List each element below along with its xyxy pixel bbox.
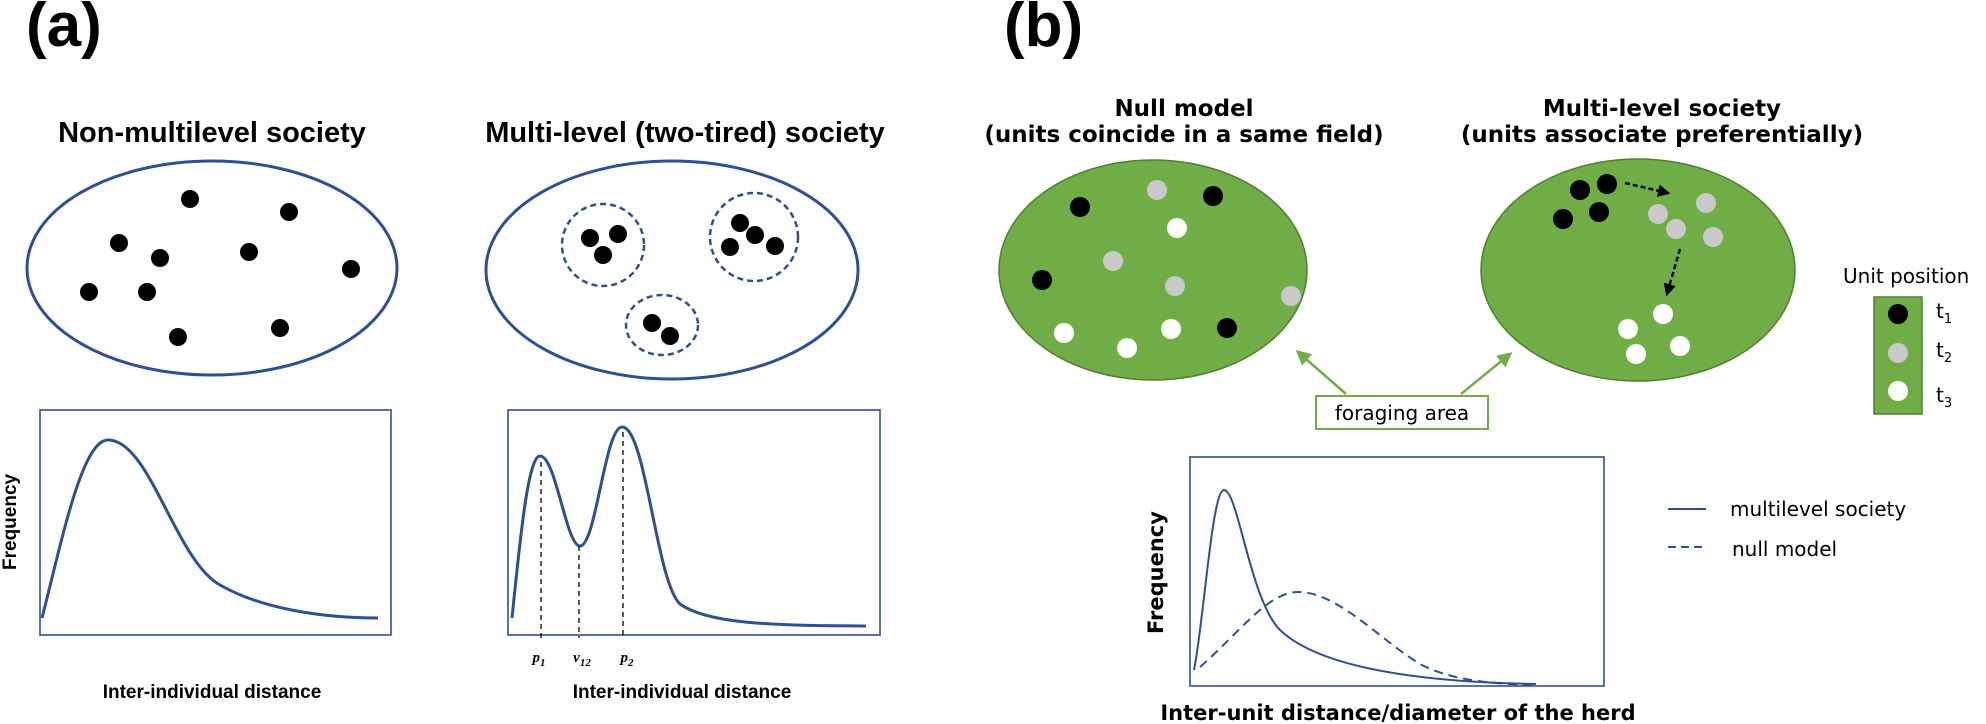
legend-t2-label: t2 bbox=[1936, 338, 1952, 366]
multilevel-society-title: Multi-level society bbox=[1543, 96, 1781, 122]
unit-t2 bbox=[1147, 180, 1167, 200]
multilevel-society-curve bbox=[1193, 488, 1537, 685]
panel-b-chart-frame bbox=[1189, 456, 1605, 687]
unit-t2 bbox=[1165, 276, 1185, 296]
unit-t1 bbox=[1217, 318, 1237, 338]
subgroup-boundary bbox=[708, 191, 800, 283]
subgroup-top-left bbox=[560, 202, 646, 288]
unit-t3 bbox=[1167, 218, 1187, 238]
unit-t1 bbox=[1589, 202, 1609, 222]
unit-t2 bbox=[1103, 251, 1123, 271]
non-multilevel-chart-frame bbox=[39, 409, 392, 636]
unit-t1 bbox=[1570, 180, 1590, 200]
unit-t3 bbox=[1618, 319, 1638, 339]
multilevel-society-subtitle: (units associate preferentially) bbox=[1461, 122, 1863, 148]
legend-dot-t3 bbox=[1888, 381, 1908, 401]
individual-dot bbox=[661, 327, 679, 345]
legend-dot-t1 bbox=[1888, 304, 1908, 324]
individual-dot bbox=[151, 249, 169, 267]
individual-dot bbox=[581, 229, 599, 247]
individual-dot bbox=[643, 314, 661, 332]
panel-a-tag: (a) bbox=[26, 0, 102, 60]
multilevel-group bbox=[484, 159, 860, 381]
legend-t1-label: t1 bbox=[1936, 299, 1952, 327]
individual-dot bbox=[746, 226, 764, 244]
individual-dot bbox=[280, 203, 298, 221]
unit-t2 bbox=[1696, 193, 1716, 213]
unit-position-title: Unit position bbox=[1843, 264, 1969, 288]
individual-dot bbox=[731, 214, 749, 232]
individual-dot bbox=[110, 234, 128, 252]
individual-dot bbox=[80, 283, 98, 301]
non-multilevel-title: Non-multilevel society bbox=[58, 117, 366, 149]
bimodal-curve bbox=[510, 425, 867, 628]
svg-text:v12: v12 bbox=[573, 650, 591, 669]
unit-t3 bbox=[1626, 344, 1646, 364]
null-model-units bbox=[1032, 180, 1301, 358]
individual-dot bbox=[138, 283, 156, 301]
unit-t3 bbox=[1054, 323, 1074, 343]
multilevel-chart-frame bbox=[507, 409, 881, 636]
tick-v12: v12 bbox=[573, 650, 591, 669]
multilevel-units bbox=[1553, 174, 1723, 364]
unit-t3 bbox=[1161, 319, 1181, 339]
svg-text:p1: p1 bbox=[531, 650, 546, 669]
tick-p1: p1 bbox=[531, 650, 546, 669]
subgroup-top-right bbox=[708, 191, 800, 283]
foraging-arrow-left bbox=[1295, 350, 1347, 395]
legend-dashed-label: null model bbox=[1732, 537, 1837, 561]
subgroup-bottom bbox=[624, 293, 700, 357]
unit-t2 bbox=[1281, 286, 1301, 306]
legend-solid-label: multilevel society bbox=[1730, 497, 1906, 521]
multilevel-title: Multi-level (two-tired) society bbox=[485, 117, 885, 149]
foraging-arrow-right bbox=[1460, 352, 1513, 395]
unit-t2 bbox=[1703, 227, 1723, 247]
tick-p2: p2 bbox=[619, 650, 635, 669]
foraging-label: foraging area bbox=[1335, 401, 1469, 425]
unit-t1 bbox=[1070, 197, 1090, 217]
panel-b-xlabel: Inter-unit distance/diameter of the herd bbox=[1160, 701, 1635, 724]
legend-dot-t2 bbox=[1888, 343, 1908, 363]
legend-t3-label: t3 bbox=[1936, 383, 1952, 411]
null-model-title: Null model bbox=[1114, 96, 1253, 122]
individual-dot bbox=[609, 225, 627, 243]
unit-t3 bbox=[1670, 336, 1690, 356]
unit-t1 bbox=[1597, 174, 1617, 194]
individual-dot bbox=[342, 260, 360, 278]
svg-text:p2: p2 bbox=[619, 650, 635, 669]
unit-t2 bbox=[1648, 204, 1668, 224]
non-multilevel-group bbox=[25, 159, 399, 377]
non-multilevel-xlabel: Inter-individual distance bbox=[103, 682, 322, 703]
unit-t2 bbox=[1666, 219, 1686, 239]
panel-b-ylabel: Frequency bbox=[1144, 511, 1168, 634]
movement-arrow bbox=[1624, 181, 1671, 197]
individual-dot bbox=[181, 190, 199, 208]
null-model-curve bbox=[1199, 590, 1537, 686]
null-model-subtitle: (units coincide in a same field) bbox=[984, 122, 1383, 148]
individual-dot bbox=[721, 238, 739, 256]
unit-t3 bbox=[1117, 338, 1137, 358]
panel-b-tag: (b) bbox=[1004, 0, 1083, 60]
subgroup-boundary bbox=[624, 293, 700, 357]
individual-dot bbox=[766, 237, 784, 255]
unit-t1 bbox=[1032, 270, 1052, 290]
individual-dot bbox=[594, 246, 612, 264]
multilevel-xlabel: Inter-individual distance bbox=[573, 682, 792, 703]
individual-dot bbox=[271, 319, 289, 337]
unit-t1 bbox=[1203, 186, 1223, 206]
unimodal-curve bbox=[40, 438, 379, 620]
unit-t1 bbox=[1553, 209, 1573, 229]
individuals-scattered bbox=[80, 190, 360, 346]
non-multilevel-ylabel: Frequency bbox=[0, 473, 21, 570]
subgroup-boundary bbox=[560, 202, 646, 288]
individual-dot bbox=[240, 243, 258, 261]
foraging-label-box bbox=[1315, 395, 1489, 430]
unit-t3 bbox=[1653, 304, 1673, 324]
individual-dot bbox=[169, 328, 187, 346]
